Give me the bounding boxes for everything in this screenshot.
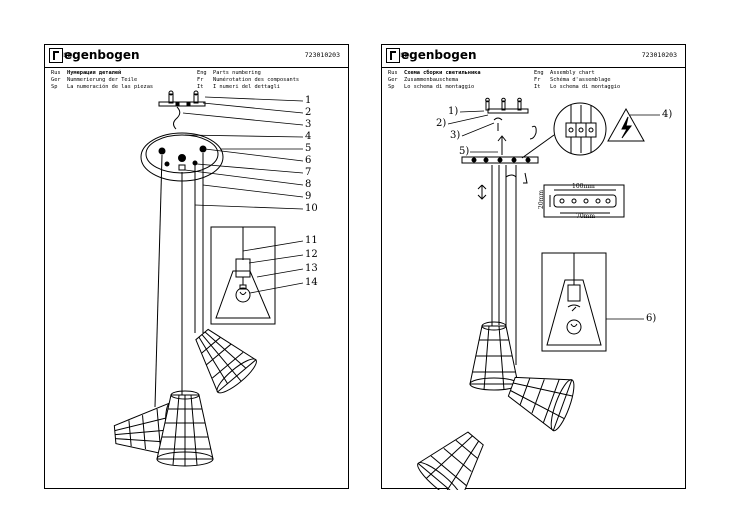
callout-13: 13: [305, 263, 318, 274]
callout-6: 6: [305, 155, 312, 166]
callout-1: 1: [305, 95, 312, 106]
logo-mark-icon: ISD: [49, 48, 72, 63]
dimension-inner: 70mm: [576, 213, 596, 220]
step-3: 3): [450, 130, 461, 141]
callout-14: 14: [305, 277, 318, 288]
logo-mark-icon: ISD: [386, 48, 409, 63]
callout-8: 8: [305, 179, 312, 190]
canopy-bar-icon: [461, 156, 539, 200]
callout-5: 5: [305, 143, 312, 154]
ground-wire-icon: [173, 106, 181, 130]
callout-2: 2: [305, 107, 312, 118]
parts-drawing: [113, 90, 304, 467]
cage-shade-2-icon: [507, 376, 575, 432]
callout-9: 9: [305, 191, 312, 202]
step-5: 5): [459, 146, 470, 157]
callout-10: 10: [305, 203, 318, 214]
bracket-screws-icon: [485, 97, 537, 140]
article-code: 723010203: [304, 51, 340, 59]
arrow-up-icon: [497, 135, 507, 155]
dimension-height: 20mm: [538, 189, 545, 209]
step-1: 1): [448, 106, 459, 117]
article-code: 723010203: [641, 51, 677, 59]
callout-leaders: [182, 96, 304, 294]
callout-12: 12: [305, 249, 318, 260]
callout-3: 3: [305, 119, 312, 130]
terminal-block-detail: [521, 102, 607, 159]
cage-shade-1-icon: [469, 321, 519, 391]
mounting-bracket-icon: [158, 90, 206, 107]
pendant-cables: [491, 165, 517, 375]
step-2: 2): [436, 118, 447, 129]
callout-7: 7: [305, 167, 312, 178]
shade-assembly-detail: [541, 252, 607, 352]
callout-11: 11: [305, 235, 318, 246]
mounting-plate-dimensions: [543, 184, 625, 218]
electric-warning-icon: [607, 107, 645, 142]
cage-shade-1-icon: [195, 328, 257, 394]
dimension-width: 100mm: [572, 183, 595, 190]
cage-shade-3-icon: [156, 390, 214, 467]
callout-4: 4: [305, 131, 312, 142]
pendant-cables: [154, 153, 204, 408]
cage-shade-3-icon: [417, 431, 484, 490]
assembly-drawing: [417, 97, 660, 490]
step-6: 6): [646, 313, 657, 324]
step-4: 4): [662, 109, 673, 120]
step-leaders: [447, 110, 660, 320]
